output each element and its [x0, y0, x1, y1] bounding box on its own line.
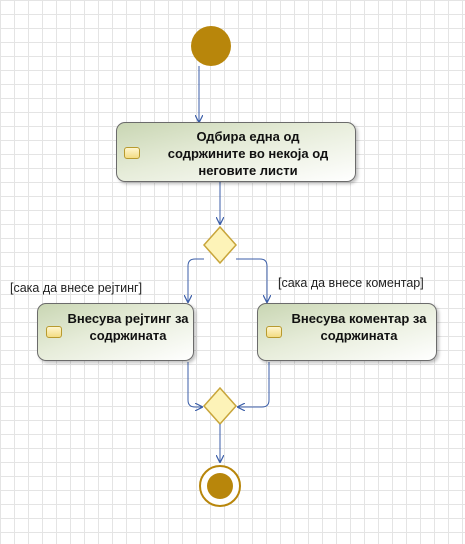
flow-decision-to-rate[interactable]	[188, 258, 204, 302]
action-rate-content-label: Внесува рејтинг за содржината	[67, 311, 189, 343]
merge-node[interactable]	[202, 386, 238, 426]
guard-comment: [сака да внесе коментар]	[278, 276, 424, 290]
action-comment-content-label: Внесува коментар за содржината	[291, 311, 427, 343]
action-comment-content[interactable]: Внесува коментар за содржината	[257, 303, 437, 361]
flow-rate-to-merge[interactable]	[187, 362, 202, 407]
flow-comment-to-merge[interactable]	[238, 362, 270, 407]
action-select-content[interactable]: Одбира една од содржините во некоја од н…	[116, 122, 356, 182]
final-node[interactable]	[199, 465, 241, 507]
decision-node[interactable]	[202, 225, 238, 265]
guard-rate: [сака да внесе рејтинг]	[10, 281, 143, 295]
action-icon	[124, 147, 140, 159]
initial-node[interactable]	[191, 26, 231, 66]
action-icon	[46, 326, 62, 338]
action-select-content-label: Одбира една од содржините во некоја од н…	[167, 129, 329, 178]
action-icon	[266, 326, 282, 338]
action-rate-content[interactable]: Внесува рејтинг за содржината	[37, 303, 194, 361]
flow-decision-to-comment[interactable]	[236, 258, 267, 302]
